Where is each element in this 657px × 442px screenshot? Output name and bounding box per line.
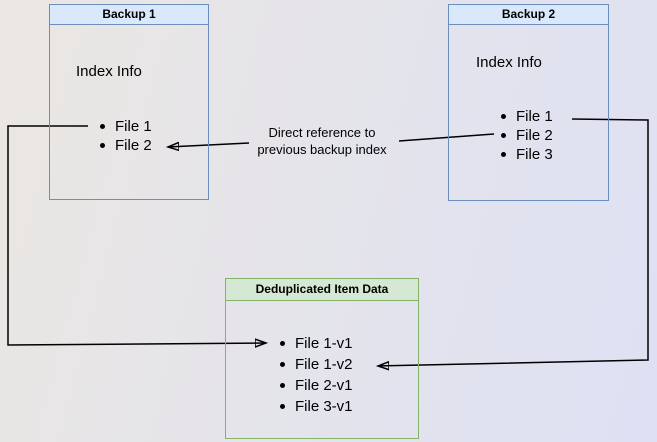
bullet-icon bbox=[501, 114, 506, 119]
backup2-title: Backup 2 bbox=[449, 5, 608, 25]
file-label: File 2 bbox=[115, 137, 152, 154]
bullet-icon bbox=[501, 152, 506, 157]
dedup-box: Deduplicated Item Data File 1-v1 File 1-… bbox=[225, 278, 419, 439]
file-label: File 1-v1 bbox=[295, 335, 353, 352]
backup1-index-info-label: Index Info bbox=[76, 63, 142, 80]
edge-label-line2: previous backup index bbox=[257, 142, 387, 157]
dedup-title: Deduplicated Item Data bbox=[226, 279, 418, 301]
list-item: File 3-v1 bbox=[280, 396, 353, 417]
file-label: File 2-v1 bbox=[295, 377, 353, 394]
bullet-icon bbox=[501, 133, 506, 138]
bullet-icon bbox=[280, 383, 285, 388]
bullet-icon bbox=[280, 341, 285, 346]
backup1-title: Backup 1 bbox=[50, 5, 208, 25]
edge-label-direct-reference: Direct reference to previous backup inde… bbox=[232, 124, 412, 158]
edge-label-line1: Direct reference to bbox=[268, 125, 376, 140]
backup2-box: Backup 2 Index Info File 1 File 2 File 3 bbox=[448, 4, 609, 201]
list-item: File 1 bbox=[501, 107, 553, 126]
file-label: File 3-v1 bbox=[295, 398, 353, 415]
file-label: File 1 bbox=[516, 108, 553, 125]
bullet-icon bbox=[100, 124, 105, 129]
backup1-file-list: File 1 File 2 bbox=[100, 117, 152, 155]
list-item: File 2 bbox=[100, 136, 152, 155]
dedup-file-list: File 1-v1 File 1-v2 File 2-v1 File 3-v1 bbox=[280, 333, 353, 417]
backup1-box: Backup 1 Index Info File 1 File 2 bbox=[49, 4, 209, 200]
file-label: File 1 bbox=[115, 118, 152, 135]
list-item: File 1-v1 bbox=[280, 333, 353, 354]
bullet-icon bbox=[280, 362, 285, 367]
bullet-icon bbox=[280, 404, 285, 409]
list-item: File 3 bbox=[501, 145, 553, 164]
list-item: File 1-v2 bbox=[280, 354, 353, 375]
backup2-index-info-label: Index Info bbox=[476, 54, 542, 71]
list-item: File 2-v1 bbox=[280, 375, 353, 396]
list-item: File 2 bbox=[501, 126, 553, 145]
bullet-icon bbox=[100, 143, 105, 148]
file-label: File 1-v2 bbox=[295, 356, 353, 373]
file-label: File 3 bbox=[516, 146, 553, 163]
backup2-file-list: File 1 File 2 File 3 bbox=[501, 107, 553, 164]
file-label: File 2 bbox=[516, 127, 553, 144]
list-item: File 1 bbox=[100, 117, 152, 136]
